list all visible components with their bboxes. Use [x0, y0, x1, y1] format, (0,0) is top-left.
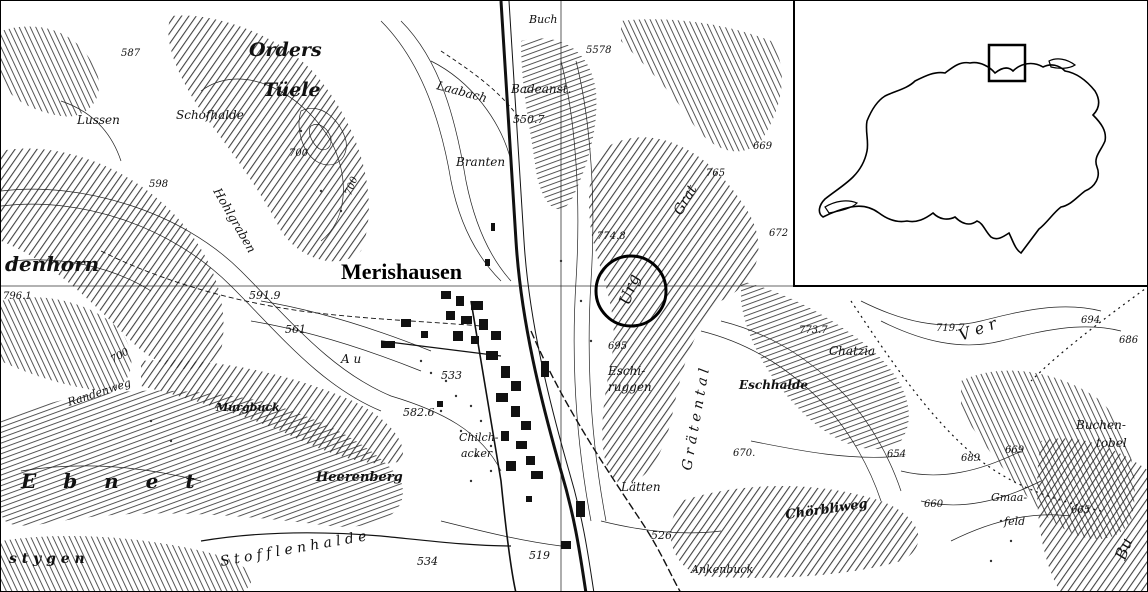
elevation-label: 700 — [289, 148, 309, 159]
place-label: Buch — [528, 13, 557, 26]
elevation-label: 561 — [285, 323, 306, 336]
place-label: Badeanst. — [510, 82, 571, 96]
inset-map — [793, 1, 1147, 287]
place-label: S t o f f l e n h a l d e — [219, 528, 368, 570]
elevation-label: 591.9 — [249, 289, 281, 302]
elevation-label: 765 — [706, 168, 725, 179]
elevation-label: 670. — [733, 448, 755, 459]
elevation-label: 660 — [924, 499, 944, 510]
elevation-label: 519 — [529, 549, 550, 562]
elevation-label: 534 — [417, 555, 438, 568]
elevation-label: 796.1 — [3, 291, 32, 302]
place-label: Laabach — [434, 78, 488, 105]
cliff-hatching — [1, 15, 1147, 591]
highlight-circle — [594, 254, 668, 328]
place-label: Lussen — [76, 113, 120, 127]
place-label: Chatzia — [829, 344, 875, 358]
elevation-label: 582.6 — [403, 406, 435, 419]
place-label: Ankenbuck — [690, 563, 754, 576]
elevation-label: 689 — [961, 453, 981, 464]
elevation-label: 719.7 — [936, 323, 965, 334]
elevation-label: 694 — [1081, 315, 1100, 326]
elevation-label: 669 — [753, 141, 773, 152]
elevation-label: 665 — [1071, 505, 1090, 516]
elevation-label: 669 — [1005, 445, 1025, 456]
elevation-label: 773.7 — [799, 325, 828, 336]
elevation-labels: 587 700 700 598 550.7 5578 796.1 591.9 5… — [3, 45, 1139, 568]
place-label: Chilch- — [459, 431, 499, 444]
place-label: G r ä t e n t a l — [679, 367, 713, 471]
place-label: Eschhalde — [738, 378, 808, 392]
roads — [100, 1, 1147, 591]
place-label: Buchen- — [1075, 418, 1126, 432]
place-label: Hohlgraben — [210, 185, 259, 256]
place-label: acker — [461, 447, 493, 460]
elevation-label: 533 — [441, 369, 462, 382]
place-label: denhorn — [5, 252, 99, 276]
place-label: ruggen — [608, 380, 652, 394]
location-box — [987, 43, 1027, 83]
elevation-label: 526 — [651, 529, 672, 542]
place-label: Eschi- — [607, 364, 645, 378]
place-label: A u — [340, 352, 361, 366]
place-label: Branten — [455, 155, 505, 169]
village-buildings — [381, 223, 585, 549]
elevation-label: 598 — [149, 179, 168, 190]
elevation-label: 672 — [769, 228, 788, 239]
place-label: Orders — [249, 39, 322, 61]
place-label: Tüele — [263, 79, 321, 101]
place-label: Murgbuck — [215, 401, 280, 414]
vegetation-dots — [149, 129, 1013, 563]
elevation-label: 5578 — [586, 45, 611, 56]
place-label: s t y g e n — [9, 551, 85, 567]
lake-geneva — [824, 200, 859, 214]
place-label: tobel — [1096, 436, 1127, 450]
elevation-label: 550.7 — [513, 113, 545, 126]
elevation-label: 686 — [1119, 335, 1139, 346]
switzerland-outline — [818, 43, 1107, 255]
elevation-label: 774.8 — [597, 231, 626, 242]
place-label: Lätten — [620, 480, 661, 494]
town-label: Merishausen — [341, 259, 462, 284]
lake-constance — [1048, 58, 1077, 69]
country-border — [818, 61, 1107, 255]
elevation-label: 695 — [608, 341, 627, 352]
place-label: feld — [1003, 515, 1025, 528]
elevation-label: 587 — [121, 48, 141, 59]
contour-lines — [1, 20, 1122, 547]
place-label: Heerenberg — [315, 470, 403, 485]
elevation-label: 654 — [887, 449, 906, 460]
place-label: E b n e t — [20, 469, 205, 493]
place-label: Schofhalde — [176, 108, 244, 122]
place-label: Gmaa- — [991, 491, 1027, 504]
